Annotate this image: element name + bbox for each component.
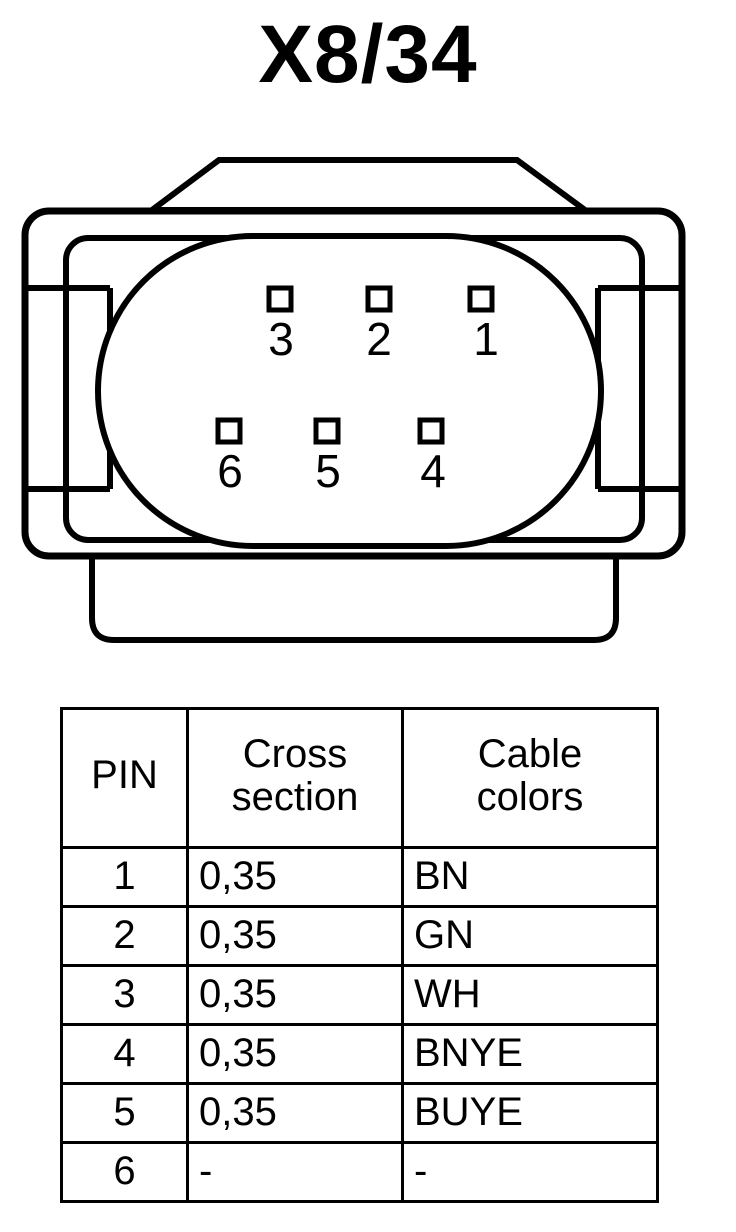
connector-top-latch: [142, 157, 595, 213]
pin-label-6: 6: [217, 445, 243, 497]
cell-pin: 5: [60, 1082, 189, 1144]
pin-cavity-square-1[interactable]: [467, 285, 495, 313]
column-header-cable-colors: Cable colors: [401, 707, 659, 849]
cell-cross: -: [186, 1141, 404, 1203]
table-row: 6 - -: [60, 1141, 659, 1203]
pin-cavity-square-2[interactable]: [365, 285, 393, 313]
column-header-cross-section: Cross section: [186, 707, 404, 849]
pin-group-5[interactable]: 5: [313, 417, 341, 497]
table-row: 3 0,35 WH: [60, 964, 659, 1026]
cell-cross: 0,35: [186, 964, 404, 1026]
pin-group-2[interactable]: 2: [365, 285, 393, 365]
pin-group-3[interactable]: 3: [266, 285, 294, 365]
pin-cavity-square-5[interactable]: [313, 417, 341, 445]
cell-pin: 4: [60, 1023, 189, 1085]
column-header-cross-line2: section: [231, 775, 359, 819]
page-title: X8/34: [258, 9, 478, 100]
table-row: 2 0,35 GN: [60, 905, 659, 967]
cell-colors: BN: [401, 846, 659, 908]
table-row: 4 0,35 BNYE: [60, 1023, 659, 1085]
column-header-cross-line1: Cross: [242, 731, 348, 776]
column-header-pin-line1: PIN: [91, 753, 158, 798]
pin-group-6[interactable]: 6: [215, 417, 243, 497]
connector-cavity-oval: [95, 233, 604, 549]
connector-diagram: 3 2 1 6 5 4: [0, 140, 736, 660]
cell-cross: 0,35: [186, 1023, 404, 1085]
pin-label-2: 2: [366, 313, 392, 365]
pin-group-4[interactable]: 4: [417, 417, 446, 497]
pin-label-3: 3: [268, 313, 294, 365]
connector-bottom-tab: [89, 535, 619, 643]
table-row: 1 0,35 BN: [60, 846, 659, 908]
pin-label-4: 4: [420, 445, 446, 497]
cell-colors: -: [401, 1141, 659, 1203]
pinout-table: PIN Cross section Cable colors 1 0,35 BN…: [60, 707, 659, 1203]
cell-cross: 0,35: [186, 905, 404, 967]
pin-cavity-square-6[interactable]: [215, 417, 243, 445]
pin-group-1[interactable]: 1: [467, 285, 499, 365]
cell-cross: 0,35: [186, 1082, 404, 1144]
column-header-pin: PIN: [60, 707, 189, 849]
column-header-colors-line2: colors: [476, 775, 584, 819]
cell-colors: BNYE: [401, 1023, 659, 1085]
table-body: 1 0,35 BN 2 0,35 GN 3 0,35 WH 4 0,35 BNY…: [60, 846, 659, 1203]
cell-pin: 3: [60, 964, 189, 1026]
pin-cavity-square-3[interactable]: [266, 285, 294, 313]
cell-colors: WH: [401, 964, 659, 1026]
cell-colors: BUYE: [401, 1082, 659, 1144]
column-header-colors-line1: Cable: [477, 731, 583, 776]
pin-cavity-square-4[interactable]: [417, 417, 445, 445]
cell-colors: GN: [401, 905, 659, 967]
pin-label-1: 1: [473, 313, 499, 365]
connector-svg: 3 2 1 6 5 4: [21, 157, 686, 643]
table-row: 5 0,35 BUYE: [60, 1082, 659, 1144]
table-header-row: PIN Cross section Cable colors: [60, 707, 659, 849]
pin-label-5: 5: [315, 445, 341, 497]
cell-pin: 1: [60, 846, 189, 908]
cell-pin: 6: [60, 1141, 189, 1203]
cell-pin: 2: [60, 905, 189, 967]
cell-cross: 0,35: [186, 846, 404, 908]
